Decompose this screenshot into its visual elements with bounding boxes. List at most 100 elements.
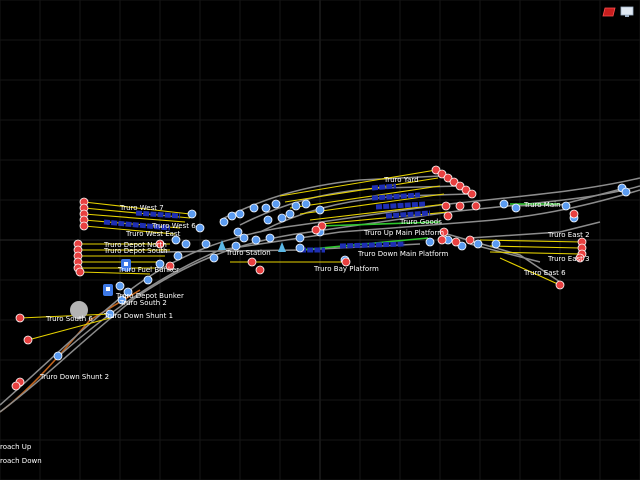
- buffer-stop-node[interactable]: [431, 165, 441, 175]
- label-west7: Truro West 7: [119, 204, 164, 212]
- junction-node[interactable]: [235, 209, 245, 219]
- buffer-stop-node[interactable]: [443, 211, 453, 221]
- label-main: Truro Main: [523, 201, 561, 209]
- junction-node[interactable]: [143, 275, 153, 285]
- junction-node[interactable]: [53, 351, 63, 361]
- fuel-pump-icon[interactable]: [121, 259, 131, 271]
- junction-node[interactable]: [227, 211, 237, 221]
- junction-node[interactable]: [251, 235, 261, 245]
- junction-node[interactable]: [105, 309, 115, 319]
- buffer-stop-node[interactable]: [461, 185, 471, 195]
- junction-node[interactable]: [561, 201, 571, 211]
- monitor-button[interactable]: [620, 6, 634, 18]
- trains[interactable]: [103, 183, 431, 253]
- junction-node[interactable]: [295, 233, 305, 243]
- buffer-stop-node[interactable]: [455, 201, 465, 211]
- junction-nodes[interactable]: [53, 183, 631, 361]
- buffer-stop-node[interactable]: [451, 237, 461, 247]
- junction-node[interactable]: [195, 223, 205, 233]
- buffer-stop-node[interactable]: [165, 261, 175, 271]
- junction-node[interactable]: [231, 241, 241, 251]
- buffer-stop-node[interactable]: [443, 173, 453, 183]
- junction-node[interactable]: [265, 233, 275, 243]
- label-east3: Truro East 3: [547, 255, 590, 263]
- signal-arrow-icon[interactable]: [218, 240, 226, 250]
- buffer-stop-node[interactable]: [437, 169, 447, 179]
- buffer-stop-node[interactable]: [155, 239, 165, 249]
- junction-node[interactable]: [115, 281, 125, 291]
- buffer-stop-node[interactable]: [555, 280, 565, 290]
- junction-node[interactable]: [181, 239, 191, 249]
- buffer-stop-node[interactable]: [255, 265, 265, 275]
- label-yard: Truro Yard: [383, 176, 419, 184]
- junction-node[interactable]: [491, 239, 501, 249]
- buffer-stop-node[interactable]: [441, 201, 451, 211]
- buffer-stop-node[interactable]: [449, 177, 459, 187]
- junction-node[interactable]: [291, 201, 301, 211]
- buffer-stop-node[interactable]: [11, 381, 21, 391]
- buffer-stop-node[interactable]: [341, 257, 351, 267]
- buffer-stop-node[interactable]: [467, 189, 477, 199]
- buffer-stop-node[interactable]: [471, 201, 481, 211]
- junction-node[interactable]: [499, 199, 509, 209]
- buffer-stop-node[interactable]: [455, 181, 465, 191]
- junction-node[interactable]: [171, 235, 181, 245]
- label-depot-bunker: Truro Depot Bunker: [115, 292, 184, 300]
- layer-button[interactable]: [602, 6, 616, 18]
- buffer-stop-node[interactable]: [15, 313, 25, 323]
- buffer-stop-node[interactable]: [75, 267, 85, 277]
- junction-node[interactable]: [295, 243, 305, 253]
- top-right-toolbar: [602, 6, 634, 18]
- label-west6: Truro West 6: [151, 222, 196, 230]
- buffer-stop-node[interactable]: [437, 235, 447, 245]
- junction-node[interactable]: [219, 217, 229, 227]
- buffer-stop-node[interactable]: [23, 335, 33, 345]
- junction-node[interactable]: [239, 233, 249, 243]
- junction-node[interactable]: [277, 213, 287, 223]
- junction-node[interactable]: [155, 259, 165, 269]
- junction-node[interactable]: [249, 203, 259, 213]
- junction-node[interactable]: [621, 187, 631, 197]
- junction-node[interactable]: [233, 227, 243, 237]
- junction-node[interactable]: [473, 239, 483, 249]
- junction-node[interactable]: [425, 237, 435, 247]
- label-fuel-bunker: Truro Fuel Bunker: [117, 266, 179, 274]
- label-bay: Truro Bay Platform: [313, 265, 379, 273]
- junction-node[interactable]: [271, 199, 281, 209]
- label-west-east: Truro West East: [125, 230, 181, 238]
- buffer-stop-nodes[interactable]: [11, 165, 587, 391]
- junction-node[interactable]: [123, 287, 133, 297]
- buffer-stop-node[interactable]: [569, 209, 579, 219]
- label-depot-south: Truro Depot South: [103, 247, 168, 255]
- junction-node[interactable]: [173, 251, 183, 261]
- label-down-shunt2: Truro Down Shunt 2: [39, 373, 109, 381]
- label-east6: Truro East 6: [523, 269, 566, 277]
- signal-arrow-icon[interactable]: [278, 242, 286, 252]
- junction-node[interactable]: [263, 215, 273, 225]
- junction-node[interactable]: [315, 205, 325, 215]
- junction-node[interactable]: [117, 295, 127, 305]
- junction-node[interactable]: [201, 239, 211, 249]
- turntable-marker[interactable]: [70, 301, 88, 319]
- fuel-pump-icon[interactable]: [103, 284, 113, 296]
- buffer-stop-node[interactable]: [247, 257, 257, 267]
- buffer-stop-node[interactable]: [79, 221, 89, 231]
- buffer-stop-node[interactable]: [465, 235, 475, 245]
- label-down-shunt1: Truro Down Shunt 1: [103, 312, 173, 320]
- buffer-stop-node[interactable]: [575, 253, 585, 263]
- buffer-stop-node[interactable]: [439, 227, 449, 237]
- label-goods: Truro Goods: [399, 218, 442, 226]
- junction-node[interactable]: [285, 209, 295, 219]
- junction-node[interactable]: [301, 199, 311, 209]
- junction-node[interactable]: [511, 203, 521, 213]
- junction-node[interactable]: [457, 241, 467, 251]
- label-depot-north: Truro Depot North: [103, 241, 167, 249]
- junction-node[interactable]: [261, 203, 271, 213]
- junction-node[interactable]: [209, 253, 219, 263]
- buffer-stop-node[interactable]: [311, 225, 321, 235]
- buffer-stop-node[interactable]: [317, 221, 327, 231]
- junction-node[interactable]: [187, 209, 197, 219]
- label-station: Truro Station: [225, 249, 271, 257]
- location-labels: Truro West 7 Truro West East Truro West …: [0, 176, 590, 465]
